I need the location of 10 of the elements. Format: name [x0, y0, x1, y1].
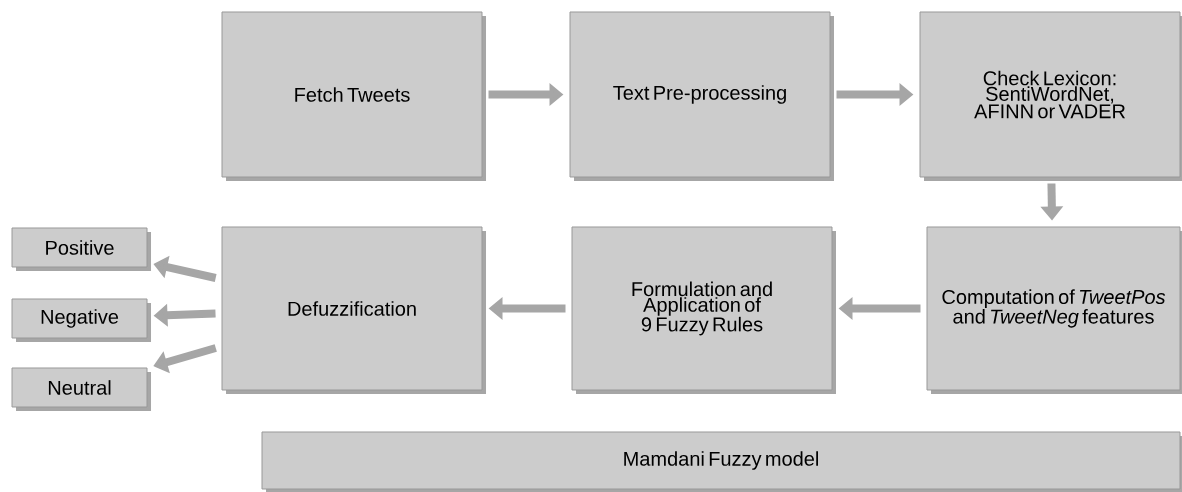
label-box: Neutral — [11, 367, 151, 411]
process-box: Computation of TweetPos and TweetNeg features — [926, 226, 1182, 394]
process-box: Check Lexicon: SentiWordNet, AFINN or VADER — [919, 11, 1182, 181]
process-box: Text Pre-processing — [569, 11, 834, 181]
process-box: Formulation and Application of 9 Fuzzy Rules — [571, 226, 836, 394]
banner-bar: Mamdani Fuzzy model — [261, 431, 1182, 492]
process-box: Fetch Tweets — [221, 11, 486, 181]
label-box: Positive — [11, 227, 151, 271]
process-box: Defuzzification — [221, 226, 486, 394]
label-box: Negative — [11, 298, 151, 342]
